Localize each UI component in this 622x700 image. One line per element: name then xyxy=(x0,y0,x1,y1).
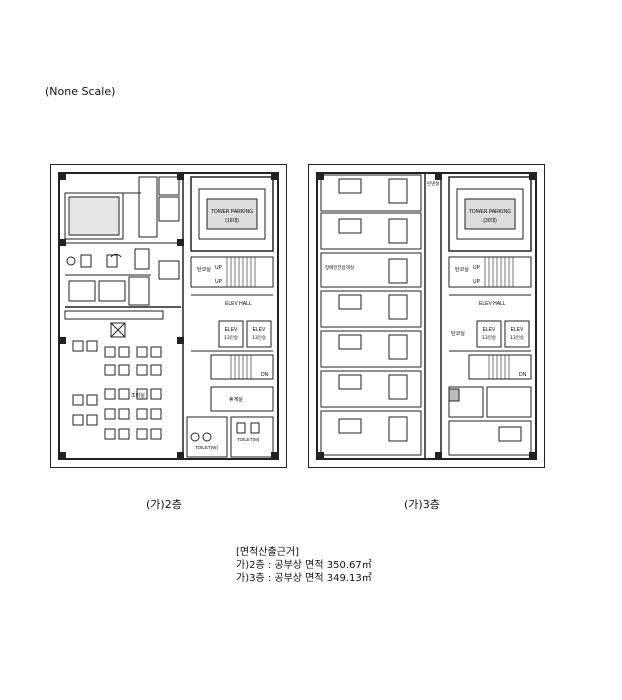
f2-elev2-label: ELEV xyxy=(253,327,266,333)
f3-tower-parking-sub: (30대) xyxy=(483,217,497,224)
area-line-2f: 가)2층 : 공부상 면적 350.67㎡ xyxy=(236,560,372,571)
f2-elev-hall-label: ELEV HALL xyxy=(225,301,252,307)
f2-up-label-1: UP xyxy=(215,265,223,271)
f3-elev1-sub: 13인승 xyxy=(482,334,496,341)
f2-dn-label: DN xyxy=(261,372,269,378)
f2-up-label-2: UP xyxy=(215,279,223,285)
f2-tower-parking-sub: (16대) xyxy=(225,217,239,224)
f3-up-label-1: UP xyxy=(473,265,481,271)
f2-stair-room-label: 탄코실 xyxy=(197,266,211,273)
f3-up-label-2: UP xyxy=(473,279,481,285)
f3-stair-room2-label: 탄코실 xyxy=(451,330,465,337)
floor-plan-3f-drawing: 린넨실 TOWER PARKING (30대) 장애인전용객실 탄코실 UP U… xyxy=(316,172,537,460)
floor2-caption: (가)2층 xyxy=(146,498,182,511)
f3-linen-label: 린넨실 xyxy=(427,180,439,187)
floor3-caption: (가)3층 xyxy=(404,498,440,511)
floor-plan-2f-drawing: TOWER PARKING (16대) 탄코실 UP UP ELEV HALL … xyxy=(58,172,279,460)
f3-disabled-room-label: 장애인전용객실 xyxy=(325,264,354,271)
f2-toilet-w-label: TOILET(W) xyxy=(195,445,218,450)
f3-elev1-label: ELEV xyxy=(483,327,496,333)
f3-dn-label: DN xyxy=(519,372,527,378)
f2-mech-room-label: 휴게실 xyxy=(229,396,243,403)
f2-elev1-sub: 13인승 xyxy=(224,334,238,341)
f2-toilet-m-label: TOILET(M) xyxy=(237,437,260,442)
f3-elev2-sub: 13인승 xyxy=(510,334,524,341)
f3-tower-parking-label: TOWER PARKING xyxy=(469,209,511,215)
f2-elev1-label: ELEV xyxy=(225,327,238,333)
area-calculation: [면적산출근거] 가)2층 : 공부상 면적 350.67㎡ 가)3층 : 공부… xyxy=(236,546,372,585)
area-line-3f: 가)3층 : 공부상 면적 349.13㎡ xyxy=(236,573,372,584)
area-heading: [면적산출근거] xyxy=(236,547,300,558)
f3-stair-room-label: 탄코실 xyxy=(455,266,469,273)
scale-note: (None Scale) xyxy=(45,85,116,98)
f3-elev2-label: ELEV xyxy=(511,327,524,333)
f2-tower-parking-label: TOWER PARKING xyxy=(211,209,253,215)
f2-kitchen-label: 조리실 xyxy=(131,392,145,399)
f2-elev2-sub: 13인승 xyxy=(252,334,266,341)
floor-plan-2f: TOWER PARKING (16대) 탄코실 UP UP ELEV HALL … xyxy=(50,164,287,468)
f3-elev-hall-label: ELEV HALL xyxy=(479,301,506,307)
floor-plan-3f: 린넨실 TOWER PARKING (30대) 장애인전용객실 탄코실 UP U… xyxy=(308,164,545,468)
